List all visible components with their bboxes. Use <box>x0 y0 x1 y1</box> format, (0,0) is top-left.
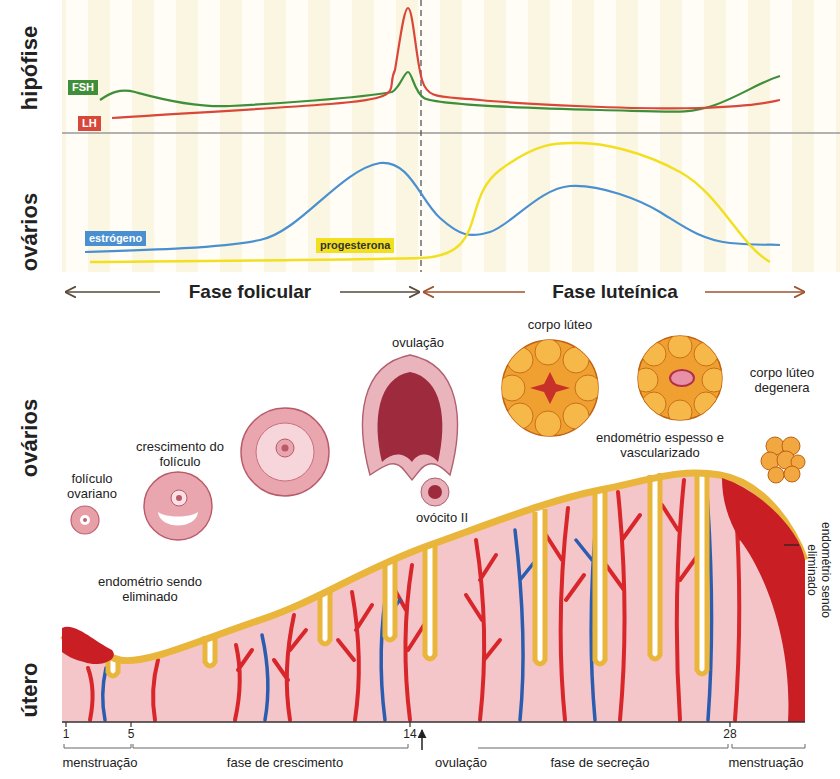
phase-arrow <box>705 291 804 293</box>
legend-text: FSH <box>72 81 94 93</box>
part-label: endométrio espesso e vascularizado <box>573 431 748 461</box>
corpus-luteum <box>499 339 601 437</box>
legend-swatch: FSH <box>68 80 98 95</box>
axis-line <box>62 132 840 134</box>
period-label: ovulação <box>432 756 490 771</box>
phase-arrow <box>424 291 525 293</box>
day-number: 28 <box>723 728 736 742</box>
endometrium <box>62 473 805 722</box>
part-label: endométrio sendo eliminado <box>804 515 832 625</box>
ovulating-follicle <box>363 355 458 480</box>
region-label: hipófise <box>17 26 42 110</box>
phase-label: Fase luteínica <box>552 281 678 303</box>
part-label: endométrio sendo eliminado <box>80 575 220 605</box>
day-axis <box>62 721 805 723</box>
ovulation-arrow <box>421 730 423 750</box>
ovulation-line <box>420 0 421 272</box>
period-label: fase de crescimento <box>224 756 346 771</box>
day-number: 5 <box>128 728 135 742</box>
legend-text: progesterona <box>320 239 390 251</box>
region-label: útero <box>17 663 42 718</box>
chart-background <box>62 0 840 272</box>
shedding-endometrium <box>62 627 114 664</box>
legend-swatch: progesterona <box>316 238 394 253</box>
oocyte <box>421 478 449 506</box>
estrogen-curve <box>85 163 780 252</box>
blood-vessel <box>103 480 712 720</box>
day-number: 1 <box>63 728 70 742</box>
period-label: menstruação <box>725 756 806 771</box>
legend-text: LH <box>82 117 97 129</box>
part-label: corpo lúteo degenera <box>737 366 827 396</box>
follicle <box>144 472 212 540</box>
day-number: 14 <box>403 728 416 742</box>
legend-swatch: LH <box>78 116 101 131</box>
phase-label: Fase folicular <box>189 281 312 303</box>
part-label: corpo lúteo <box>528 318 592 333</box>
legend-text: estrógeno <box>89 232 142 244</box>
axis-tick <box>66 722 730 727</box>
shedding-endometrium <box>722 478 805 722</box>
progesterone-curve <box>90 143 770 262</box>
region-label: ovários <box>17 193 42 271</box>
period-label: fase de secreção <box>547 756 652 771</box>
leader-line <box>784 544 799 545</box>
part-label: ovulação <box>392 336 444 351</box>
fsh-curve <box>100 72 780 112</box>
region-label: ovários <box>17 399 42 477</box>
lh-curve <box>112 8 780 118</box>
follicle <box>241 408 329 496</box>
part-label: folículo ovariano <box>57 472 127 502</box>
phase-arrow <box>66 291 160 293</box>
part-label: crescimento do folículo <box>130 440 230 470</box>
part-label: ovócito II <box>416 511 468 526</box>
follicle <box>71 506 99 534</box>
phase-arrow <box>340 291 419 293</box>
degenerating-corpus-luteum <box>761 437 805 483</box>
legend-swatch: estrógeno <box>85 231 146 246</box>
period-label: menstruação <box>59 756 140 771</box>
endometrium-surface <box>62 473 805 661</box>
corpus-luteum <box>634 334 726 424</box>
bracket <box>64 744 805 748</box>
